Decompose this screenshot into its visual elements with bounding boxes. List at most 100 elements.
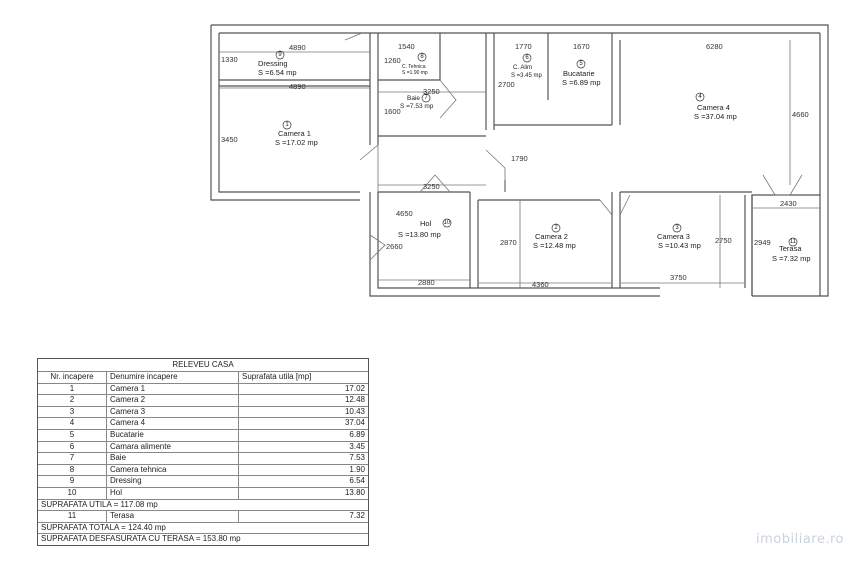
interior-walls xyxy=(219,33,821,296)
room-area: S =13.80 mp xyxy=(398,230,441,239)
area-cell: 37.04 xyxy=(344,418,365,428)
room-area: S =7.32 mp xyxy=(772,254,811,263)
dimension-labels: 4890 1330 4890 1540 1260 3250 1600 1770 … xyxy=(221,42,809,289)
table-row-terasa: 11 Terasa 7.32 xyxy=(38,511,368,523)
area-cell: 10.43 xyxy=(344,406,365,416)
dim-label: 2880 xyxy=(418,278,435,287)
room-number: 1 xyxy=(285,122,289,128)
room-number-circle xyxy=(576,59,586,69)
room-name-cell: Bucatarie xyxy=(107,429,239,441)
header-cell: Nr. incapere xyxy=(38,372,107,383)
room-number: 8 xyxy=(420,54,424,60)
table-row: 1 Camera 1 17.02 xyxy=(38,383,368,396)
floor-plan: 4890 1330 4890 1540 1260 3250 1600 1770 … xyxy=(210,24,829,297)
suprafata-totala-row: SUPRAFATA TOTALA = 124.40 mp xyxy=(38,523,368,535)
dimension-lines xyxy=(219,40,820,288)
room-name-cell: Dressing xyxy=(107,476,239,487)
room-area: S =1.90 mp xyxy=(402,70,428,76)
room-area: S =3.45 mp xyxy=(511,73,543,79)
area-cell: 17.02 xyxy=(344,383,365,393)
dim-label: 2430 xyxy=(780,199,797,208)
area-cell: 6.89 xyxy=(349,429,365,439)
watermark-logo: imobiliare.ro xyxy=(756,532,844,547)
room-area: S =12.48 mp xyxy=(533,241,576,250)
room-area: S =10.43 mp xyxy=(658,241,701,250)
room-number: 4 xyxy=(698,94,702,100)
row-number: 9 xyxy=(38,476,107,487)
room-number-circle xyxy=(551,223,561,233)
area-cell: 3.45 xyxy=(349,441,365,451)
row-number: 3 xyxy=(38,406,107,418)
room-name-cell: Camera 3 xyxy=(107,406,239,418)
table-header-row: Nr. incapere Denumire incapere Suprafata… xyxy=(38,372,368,384)
room-name: Hol xyxy=(420,219,432,228)
table-row: 3 Camera 3 10.43 xyxy=(38,406,368,419)
room-number: 11 xyxy=(790,239,797,245)
table-row: 4 Camera 4 37.04 xyxy=(38,418,368,430)
header-cell: Suprafata utila [mp] xyxy=(242,372,312,381)
dim-label: 4660 xyxy=(792,110,809,119)
room-labels: 9 Dressing S =6.54 mp 8 C. Tehnica S =1.… xyxy=(258,50,811,263)
room-area: S =37.04 mp xyxy=(694,112,737,121)
suprafata-desfasurata-row: SUPRAFATA DESFASURATA CU TERASA = 153.80… xyxy=(41,534,241,544)
room-number-circle xyxy=(417,52,427,62)
table-row: 2 Camera 2 12.48 xyxy=(38,395,368,407)
dim-label: 1330 xyxy=(221,55,238,64)
room-name: Baie xyxy=(407,95,420,102)
room-name: Camera 3 xyxy=(657,232,690,241)
dim-label: 2660 xyxy=(386,242,403,251)
room-name: Camera 1 xyxy=(278,129,311,138)
suprafata-utila-row: SUPRAFATA UTILA = 117.08 mp xyxy=(38,500,368,512)
table-row: 10 Hol 13.80 xyxy=(38,487,368,500)
dim-label: 4890 xyxy=(289,82,306,91)
dim-label: 6280 xyxy=(706,42,723,51)
area-cell: 1.90 xyxy=(349,464,365,474)
dim-label: 2870 xyxy=(500,238,517,247)
room-area: S =6.89 mp xyxy=(562,78,601,87)
room-number-circle xyxy=(275,50,285,60)
dim-label: 1600 xyxy=(384,107,401,116)
room-number: 9 xyxy=(278,52,282,58)
area-cell: 7.32 xyxy=(349,511,365,521)
room-area: S =17.02 mp xyxy=(275,138,318,147)
room-name-cell: Baie xyxy=(107,453,239,464)
room-name-cell: Camera tehnica xyxy=(107,464,239,476)
room-name-cell: Camara alimente xyxy=(107,441,239,453)
dim-label: 1260 xyxy=(384,56,401,65)
room-number-circle xyxy=(788,237,798,247)
row-number: 8 xyxy=(38,464,107,476)
area-cell: 7.53 xyxy=(349,453,365,463)
dim-label: 2750 xyxy=(715,236,732,245)
room-name: C. Tehnica xyxy=(402,64,426,70)
row-number: 2 xyxy=(38,395,107,406)
room-number-circle xyxy=(282,120,292,130)
table-row: 6 Camara alimente 3.45 xyxy=(38,441,368,454)
row-number: 5 xyxy=(38,429,107,441)
room-name-cell: Camera 1 xyxy=(107,383,239,395)
room-name-cell: Hol xyxy=(107,487,239,499)
dim-label: 3250 xyxy=(423,87,440,96)
dim-label: 1670 xyxy=(573,42,590,51)
room-name: Camera 2 xyxy=(535,232,568,241)
table-title: RELEVEU CASA xyxy=(38,359,368,372)
room-name: C. Alim xyxy=(513,65,532,71)
room-number-circle xyxy=(672,223,682,233)
room-area: S =6.54 mp xyxy=(258,68,297,77)
dim-label: 3450 xyxy=(221,135,238,144)
dim-label: 1540 xyxy=(398,42,415,51)
row-number: 7 xyxy=(38,453,107,464)
room-number: 6 xyxy=(525,55,529,61)
room-name: Bucatarie xyxy=(563,69,595,78)
row-number: 10 xyxy=(38,487,107,499)
table-row: 8 Camera tehnica 1.90 xyxy=(38,464,368,477)
dim-label: 4360 xyxy=(532,280,549,289)
room-number-circle xyxy=(695,92,705,102)
room-name: Camera 4 xyxy=(697,103,730,112)
table-row: 7 Baie 7.53 xyxy=(38,453,368,465)
dim-label: 2700 xyxy=(498,80,515,89)
room-number: 5 xyxy=(579,61,583,67)
room-number-circle xyxy=(522,53,532,63)
table-row: 5 Bucatarie 6.89 xyxy=(38,429,368,442)
area-cell: 12.48 xyxy=(344,395,365,405)
dim-label: 4890 xyxy=(289,43,306,52)
